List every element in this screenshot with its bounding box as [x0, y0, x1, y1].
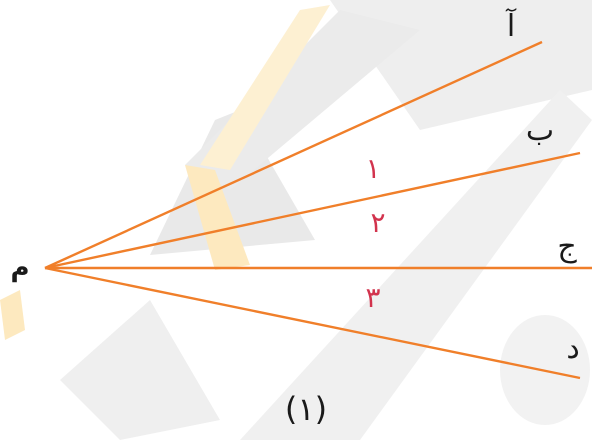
vertex-label: م: [10, 253, 29, 283]
watermark-shape: [200, 5, 330, 170]
angle-label-3: ۳: [365, 281, 380, 314]
ray-label-a: آ: [505, 8, 517, 44]
ray-b: [44, 151, 581, 270]
ray-label-b: ب: [526, 113, 554, 148]
watermark-shape: [240, 90, 592, 440]
angle-label-1: ۱: [365, 152, 380, 185]
ray-label-d: د: [566, 331, 579, 366]
angle-label-2: ۲: [370, 206, 385, 239]
watermark-shape: [185, 165, 250, 270]
ray-a: [44, 40, 543, 270]
watermark-shape: [0, 290, 25, 340]
ray-d: [44, 266, 581, 380]
ray-label-c: ج: [557, 229, 577, 264]
watermark-shape: [60, 300, 220, 440]
rays: [44, 40, 592, 380]
figure-caption: (۱): [285, 390, 327, 428]
